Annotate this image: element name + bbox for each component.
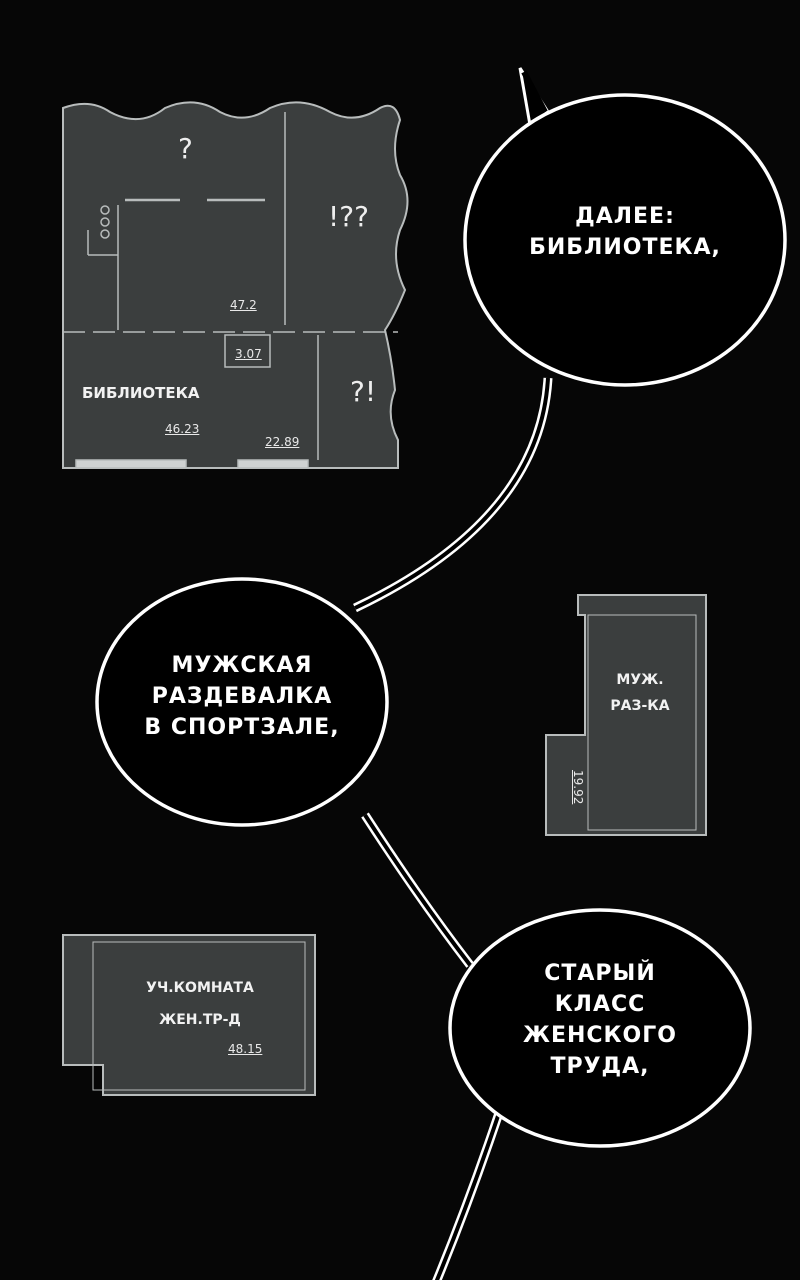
area-label: 46.23 bbox=[165, 422, 200, 436]
bubble-3 bbox=[448, 908, 752, 1148]
text-line: ТРУДА, bbox=[550, 1054, 650, 1079]
area-label: 3.07 bbox=[235, 347, 262, 361]
library-floor-plan bbox=[62, 101, 409, 469]
area-label: 22.89 bbox=[265, 435, 300, 449]
question-exclaim-mark: ?! bbox=[350, 375, 377, 408]
room-label-line: МУЖ. bbox=[616, 672, 664, 688]
room-label: БИБЛИОТЕКА bbox=[82, 384, 200, 402]
text-line: МУЖСКАЯ bbox=[171, 653, 313, 678]
question-mark: ? bbox=[178, 132, 193, 165]
bubble-3-text: СТАРЫЙ КЛАСС ЖЕНСКОГО ТРУДА, bbox=[450, 958, 750, 1082]
bubble-1 bbox=[463, 93, 787, 387]
text-line: РАЗДЕВАЛКА bbox=[151, 684, 333, 709]
text-line: ДАЛЕЕ: bbox=[575, 204, 675, 229]
home-ec-floor-plan bbox=[62, 934, 316, 1096]
area-label: 48.15 bbox=[228, 1042, 263, 1056]
exclaim-question-mark: !?? bbox=[328, 200, 369, 233]
room-label-line: РАЗ-КА bbox=[610, 698, 670, 714]
bubble-connectors bbox=[353, 377, 553, 1280]
room-label-line: ЖЕН.ТР-Д bbox=[159, 1012, 241, 1028]
text-line: КЛАСС bbox=[554, 992, 646, 1017]
room-label: МУЖ. РАЗ-КА bbox=[595, 667, 685, 719]
room-label: УЧ.КОМНАТА ЖЕН.ТР-Д bbox=[100, 972, 300, 1036]
mens-locker-floor-plan bbox=[545, 594, 707, 836]
bubble-2-text: МУЖСКАЯ РАЗДЕВАЛКА В СПОРТЗАЛЕ, bbox=[92, 650, 392, 743]
room-label-line: УЧ.КОМНАТА bbox=[146, 980, 254, 996]
text-line: БИБЛИОТЕКА, bbox=[529, 235, 721, 260]
text-line: СТАРЫЙ bbox=[544, 961, 656, 986]
bubble-1-text: ДАЛЕЕ: БИБЛИОТЕКА, bbox=[475, 201, 775, 263]
text-line: В СПОРТЗАЛЕ, bbox=[144, 715, 340, 740]
text-line: ЖЕНСКОГО bbox=[523, 1023, 677, 1048]
bubble-2 bbox=[95, 577, 389, 827]
area-label: 47.2 bbox=[230, 298, 257, 312]
area-label: 19.92 bbox=[571, 770, 585, 805]
